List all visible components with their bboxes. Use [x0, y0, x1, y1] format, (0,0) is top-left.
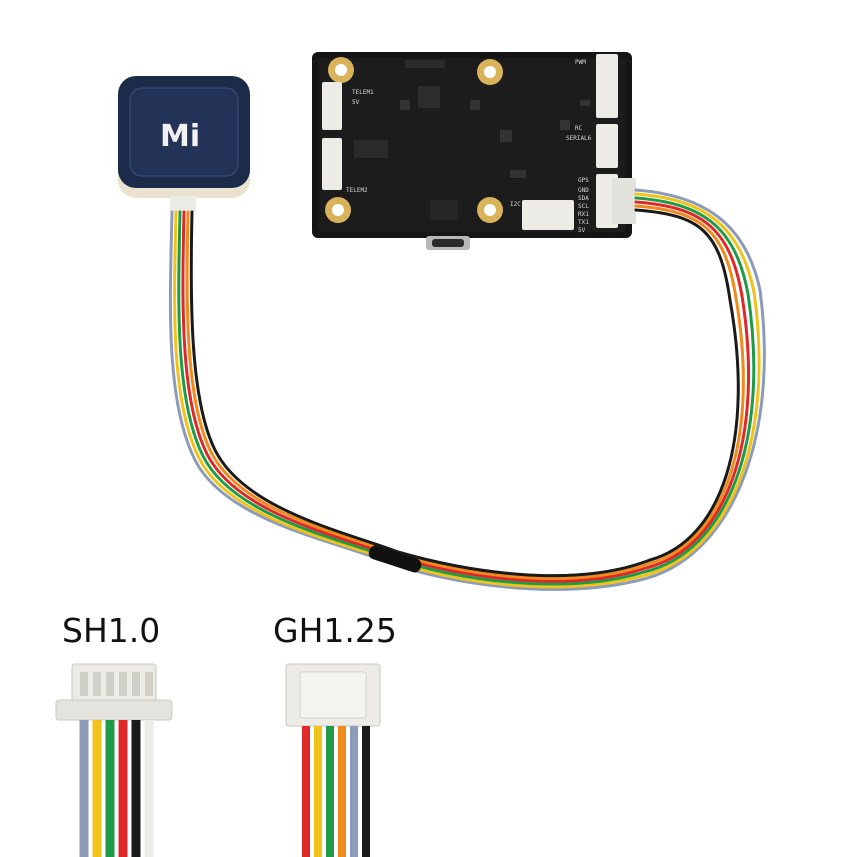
- wire-green: [177, 196, 756, 586]
- silk-i2c: I2C: [510, 201, 521, 208]
- gps-module-connector: [170, 196, 196, 212]
- wire-blue-grey: [168, 188, 766, 591]
- silk-pwm: PWM: [575, 59, 586, 66]
- board-surface: [318, 58, 626, 232]
- gh-wires: [302, 726, 370, 857]
- sh-wires: [79, 720, 154, 857]
- wire-yellow: [173, 192, 761, 589]
- silk-telem1: TELEM1: [352, 89, 374, 96]
- sh-connector-label: SH1.0: [62, 611, 161, 650]
- silk-gps-pin-1: GND: [578, 187, 589, 194]
- silk-rc: RC: [575, 125, 583, 132]
- chip-2: [430, 200, 458, 220]
- silk-gps-pin-2: SDA: [578, 195, 589, 202]
- chip-1: [354, 140, 388, 158]
- serial6-connector: [596, 124, 618, 168]
- gps-plug: [612, 178, 636, 224]
- cable-bundle: [168, 188, 766, 591]
- wire-black: [189, 208, 740, 578]
- silk-telem2: TELEM2: [346, 187, 368, 194]
- telem2-connector: [322, 138, 342, 190]
- wire-red: [181, 200, 750, 583]
- silk-serial6: SERIAL6: [566, 135, 592, 142]
- chip-baro: [418, 86, 440, 108]
- mounting-holes: [325, 57, 503, 223]
- silk-gps: GPS: [578, 177, 589, 184]
- silk-gps-pin-5: TX1: [578, 219, 589, 226]
- sh-connector-assembly: [55, 663, 173, 857]
- pwm-connector: [596, 54, 618, 118]
- gh-connector-label: GH1.25: [273, 611, 397, 650]
- sh-connector-flange: [55, 699, 173, 721]
- gps-module: Mi: [118, 76, 250, 212]
- i2c-connector: [522, 200, 574, 230]
- telem1-connector: [322, 82, 342, 130]
- silk-gps-pin-4: RX1: [578, 211, 589, 218]
- silk-gps-pin-6: 5V: [578, 227, 586, 234]
- heat-shrink-tube: [368, 545, 422, 573]
- gps-logo: Mi: [160, 119, 200, 154]
- flight-controller-board: PWM TELEM1 TELEM2 RC SERIAL6 GPS I2C 5V …: [312, 52, 636, 250]
- silk-gps-pin-3: SCL: [578, 203, 589, 210]
- board-silkscreen: PWM TELEM1 TELEM2 RC SERIAL6 GPS I2C 5V …: [346, 59, 592, 234]
- wire-orange: [185, 204, 745, 580]
- gh-connector-assembly: [285, 663, 381, 857]
- silk-5v: 5V: [352, 99, 360, 106]
